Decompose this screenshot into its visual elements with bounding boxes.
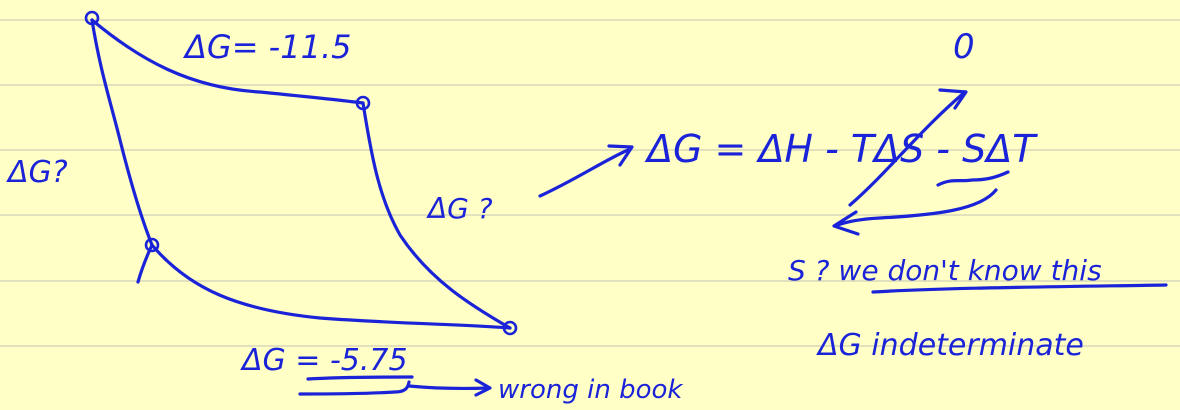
annotation-strokes (298, 88, 1168, 397)
strike-out-slash (848, 90, 967, 207)
edge-left-lower (136, 243, 154, 284)
gibbs-equation: ΔG = ΔH - TΔS - SΔT (644, 127, 1038, 171)
right-edge-label: ΔG ? (426, 192, 493, 225)
arrow-to-equation-head (607, 144, 634, 167)
vertex-top-left (84, 10, 100, 26)
vertex-markers (84, 10, 518, 336)
zero-mark: 0 (953, 27, 975, 67)
conclusion-text: ΔG indeterminate (816, 328, 1084, 363)
vertex-left-middle (144, 237, 160, 253)
brace-under-sdt (936, 170, 1010, 187)
arrow-to-wrong-note (298, 380, 411, 396)
top-edge-label: ΔG= -11.5 (182, 28, 351, 66)
underline-bottom-value (306, 375, 414, 381)
edge-top (90, 18, 365, 105)
underline-we-dont-know (871, 283, 1168, 294)
edge-bottom (150, 243, 512, 330)
left-edge-label: ΔG? (6, 155, 68, 190)
edge-right (361, 101, 512, 330)
arrow-wrong-note-head (474, 378, 492, 397)
return-arrow-head (832, 210, 860, 236)
arrow-to-equation (538, 148, 630, 198)
arrow-wrong-note-line (407, 384, 490, 390)
vertex-top-right (355, 95, 371, 111)
edge-left-upper (90, 18, 154, 247)
bottom-edge-label: ΔG = -5.75 (240, 343, 408, 378)
return-arrow (833, 188, 998, 228)
bottom-note: wrong in book (498, 375, 683, 405)
cycle-diagram (84, 10, 518, 336)
ruled-lines (0, 19, 1180, 347)
strike-out-arrowhead (938, 88, 968, 110)
entropy-question: S ? we don't know this (788, 254, 1102, 287)
vertex-bottom-right (502, 320, 518, 336)
